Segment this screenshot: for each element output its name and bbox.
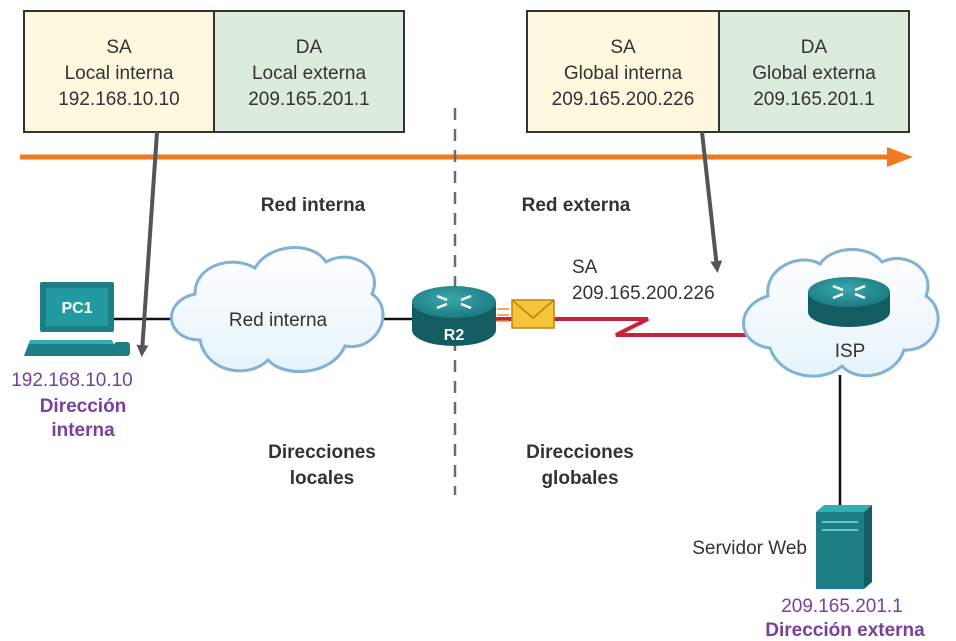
global-addresses-line2: globales	[541, 468, 618, 489]
packet-sa-label: SA	[572, 257, 598, 278]
left-da-type: Local externa	[252, 63, 367, 84]
right-sa-title: SA	[610, 37, 636, 58]
r2-label: R2	[444, 327, 465, 344]
packet-sa-ip: 209.165.200.226	[572, 283, 715, 304]
pc1-label: PC1	[61, 300, 92, 317]
right-da-box	[718, 10, 910, 133]
pc1-computer-icon: PC1	[24, 282, 130, 356]
pc-ip-address: 192.168.10.10	[11, 370, 133, 391]
wan-serial-link	[492, 317, 746, 337]
web-server-label: Servidor Web	[692, 538, 807, 559]
left-sa-title: SA	[106, 37, 132, 58]
inside-network-label: Red interna	[261, 195, 366, 216]
local-addresses-line1: Direcciones	[268, 442, 376, 463]
isp-label: ISP	[835, 341, 866, 362]
pc-address-type-line1: Dirección	[40, 396, 127, 417]
web-server-icon	[816, 505, 872, 589]
left-da-ip: 209.165.201.1	[248, 89, 370, 110]
right-sa-ip: 209.165.200.226	[552, 89, 695, 110]
server-ip-address: 209.165.201.1	[781, 596, 903, 617]
local-addresses-line2: locales	[290, 468, 354, 489]
left-da-box	[213, 10, 405, 133]
right-sa-type: Global interna	[564, 63, 683, 84]
left-sa-type: Local interna	[65, 63, 174, 84]
r2-router-icon: R2	[412, 286, 496, 346]
inside-cloud-label: Red interna	[229, 310, 328, 331]
pc-address-type-line2: interna	[51, 420, 115, 441]
left-sa-pointer-arrow	[136, 131, 159, 357]
right-da-type: Global externa	[752, 63, 876, 84]
right-sa-pointer-arrow	[700, 131, 723, 273]
inside-cloud: Red interna	[169, 246, 385, 373]
server-address-type: Dirección externa	[765, 620, 925, 641]
left-sa-box	[23, 10, 215, 133]
left-sa-ip: 192.168.10.10	[58, 89, 180, 110]
right-da-title: DA	[801, 37, 828, 58]
left-da-title: DA	[296, 37, 323, 58]
global-addresses-line1: Direcciones	[526, 442, 634, 463]
left-header: SA Local interna 192.168.10.10 DA Local …	[23, 10, 405, 133]
packet-envelope-icon	[497, 299, 555, 329]
right-da-ip: 209.165.201.1	[753, 89, 875, 110]
right-header: SA Global interna 209.165.200.226 DA Glo…	[526, 10, 910, 133]
right-sa-box	[526, 10, 720, 133]
isp-router-icon	[808, 277, 890, 327]
outside-network-label: Red externa	[522, 195, 631, 216]
